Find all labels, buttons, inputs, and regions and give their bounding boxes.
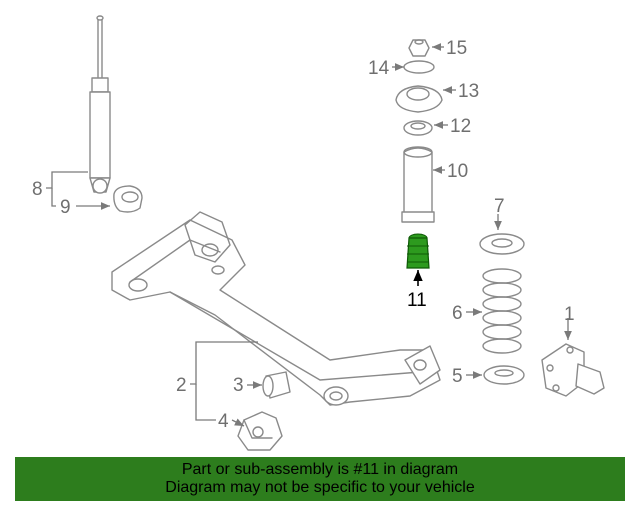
callout-8: 8 — [32, 179, 43, 200]
spring-seat-5 — [483, 365, 525, 385]
callout-13: 13 — [458, 81, 479, 102]
leader-lines — [46, 43, 572, 427]
callout-2: 2 — [176, 375, 187, 396]
bushing-3 — [262, 371, 291, 399]
axle-beam — [111, 211, 441, 406]
callout-3: 3 — [233, 375, 244, 396]
callout-1: 1 — [564, 304, 575, 325]
nut-15 — [408, 39, 430, 57]
banner-line-2: Diagram may not be specific to your vehi… — [165, 479, 475, 496]
callout-12: 12 — [450, 116, 471, 137]
info-banner: Part or sub-assembly is #11 in diagram D… — [15, 457, 625, 501]
callout-15: 15 — [446, 38, 467, 59]
callout-10: 10 — [447, 161, 468, 182]
callout-9: 9 — [60, 197, 71, 218]
spring-seat-7 — [479, 233, 525, 255]
shock-absorber — [89, 15, 111, 194]
callout-6: 6 — [452, 303, 463, 324]
dust-boot-10 — [401, 146, 435, 223]
banner-line-1: Part or sub-assembly is #11 in diagram — [181, 461, 459, 478]
callout-11: 11 — [407, 290, 427, 311]
callout-7: 7 — [494, 196, 505, 217]
bracket-4 — [237, 411, 283, 451]
parts-diagram: 1 2 3 4 5 6 7 8 9 10 11 12 13 14 15 — [32, 15, 605, 451]
callout-4: 4 — [218, 411, 229, 432]
coil-spring-6 — [482, 268, 522, 354]
callout-5: 5 — [452, 366, 463, 387]
bump-stop-11[interactable] — [406, 233, 430, 269]
spacer-12 — [403, 120, 433, 136]
ring-14 — [403, 60, 435, 74]
upper-mount-13 — [395, 85, 443, 113]
spindle-1 — [541, 343, 605, 397]
bushing-9 — [113, 185, 143, 213]
callout-14: 14 — [368, 58, 390, 79]
